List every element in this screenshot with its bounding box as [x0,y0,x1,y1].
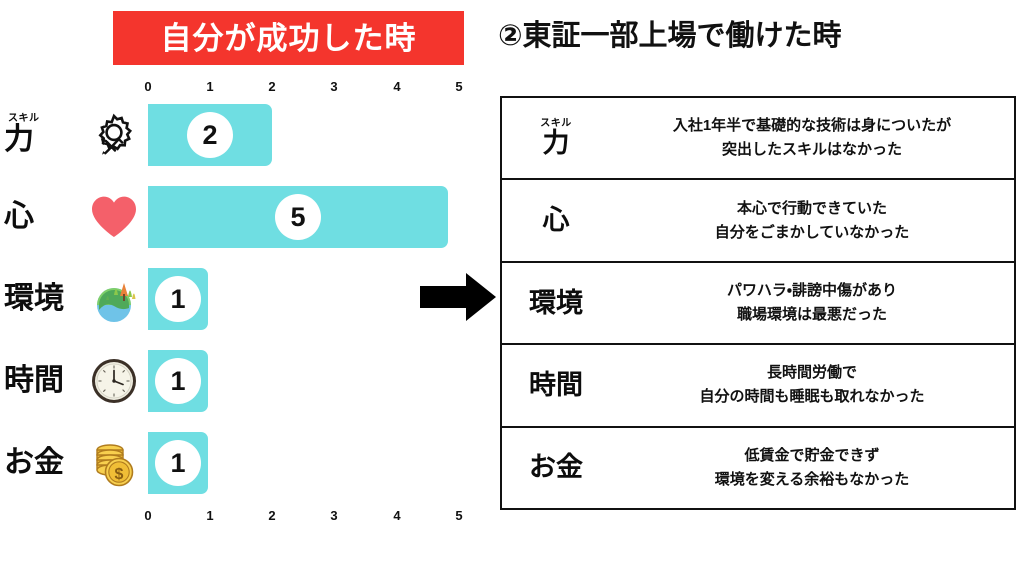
table-row: 環境 パワハラ・誹謗中傷があり 職場環境は最悪だった [502,263,1014,346]
table-row: お金 低賃金で貯金できず 環境を変える余裕もなかった [502,428,1014,508]
table-text-line2-power: 突出したスキルはなかった [721,141,902,159]
bar-label-money: お金 [4,447,82,479]
bar-time: 1 [148,350,208,412]
table-label-kanji-money: お金 [529,452,583,483]
bar-label-power: スキル 力 [4,114,82,156]
chart-title-text: 自分が成功した時 [160,20,417,56]
table-text-line1-time: 長時間労働で [766,364,857,382]
axis-tick-top-4: 4 [393,79,401,94]
bar-label-kanji-power: 力 [4,123,34,156]
table-cell-text-time: 長時間労働で 自分の時間も睡眠も取れなかった [610,361,1014,409]
bar-value-time: 1 [155,358,201,404]
bar-label-kanji-time: 時間 [4,364,64,397]
axis-tick-bottom-0: 0 [144,508,152,523]
table-cell-label-money: お金 [502,453,610,482]
gear-tools-icon [86,107,142,163]
clock-icon [86,353,142,409]
table-title: ②東証一部上場で働けた時 [498,20,842,52]
bar-label-heart: 心 [4,201,82,233]
chart-axis-top: 0 1 2 3 4 5 [144,79,463,95]
table-cell-text-environment: パワハラ・誹謗中傷があり 職場環境は最悪だった [610,279,1014,327]
table-label-kanji-power: 力 [542,127,570,158]
bar-heart: 5 [148,186,448,248]
bar-value-heart: 5 [275,194,321,240]
detail-table: スキル 力 入社1年半で基礎的な技術は身についたが 突出したスキルはなかった 心… [500,96,1016,510]
table-text-line2-environment: 職場環境は最悪だった [736,306,887,324]
table-label-kanji-environment: 環境 [529,287,583,318]
table-row: 時間 長時間労働で 自分の時間も睡眠も取れなかった [502,345,1014,428]
bar-environment: 1 [148,268,208,330]
axis-tick-bottom-2: 2 [268,508,276,523]
table-row: 心 本心で行動できていた 自分をごまかしていなかった [502,180,1014,263]
bar-money: 1 [148,432,208,494]
table-cell-label-heart: 心 [502,206,610,235]
bar-row-time: 時間 [0,342,490,420]
bar-row-money: お金 $ [0,424,490,502]
table-row: スキル 力 入社1年半で基礎的な技術は身についたが 突出したスキルはなかった [502,98,1014,181]
heart-icon [86,189,142,245]
table-cell-label-power: スキル 力 [502,117,610,158]
axis-tick-top-3: 3 [330,79,338,94]
bar-value-power: 2 [187,112,233,158]
chart-bars-area: スキル 力 [0,96,490,506]
detail-table-panel: ②東証一部上場で働けた時 スキル 力 入社1年半で基礎的な技術は身についたが 突… [490,0,1024,576]
table-text-line2-heart: 自分をごまかしていなかった [714,223,910,241]
axis-tick-top-0: 0 [144,79,152,94]
bar-row-power: スキル 力 [0,96,490,174]
table-cell-text-power: 入社1年半で基礎的な技術は身についたが 突出したスキルはなかった [610,114,1014,162]
table-text-line1-heart: 本心で行動できていた [736,199,887,217]
axis-tick-bottom-5: 5 [455,508,463,523]
table-text-line1-environment: パワハラ・誹謗中傷があり [727,282,897,300]
bar-label-environment: 環境 [4,283,82,315]
table-label-kanji-heart: 心 [542,205,570,236]
axis-tick-top-2: 2 [268,79,276,94]
table-text-line1-money: 低賃金で貯金できず [744,446,880,464]
right-arrow-icon [420,272,496,322]
table-label-kanji-time: 時間 [529,369,583,400]
bar-label-kanji-money: お金 [4,446,64,479]
table-cell-label-time: 時間 [502,369,610,400]
bar-label-kanji-environment: 環境 [4,282,64,315]
bar-row-heart: 心 5 [0,178,490,256]
table-text-line2-time: 自分の時間も睡眠も取れなかった [699,388,925,406]
table-label-ruby-power: スキル [540,117,572,129]
bar-chart-panel: 自分が成功した時 0 1 2 3 4 5 スキル 力 [0,0,490,576]
table-text-line2-money: 環境を変える余裕もなかった [714,470,910,488]
chart-title-banner: 自分が成功した時 [113,11,464,65]
table-cell-text-money: 低賃金で貯金できず 環境を変える余裕もなかった [610,444,1014,492]
bar-row-environment: 環境 1 [0,260,490,338]
axis-tick-top-5: 5 [455,79,463,94]
axis-tick-bottom-4: 4 [393,508,401,523]
axis-tick-top-1: 1 [206,79,214,94]
axis-tick-bottom-1: 1 [206,508,214,523]
table-cell-label-environment: 環境 [502,287,610,318]
money-coins-icon: $ [86,435,142,491]
bar-label-kanji-heart: 心 [4,200,34,233]
bar-label-time: 時間 [4,365,82,397]
chart-axis-bottom: 0 1 2 3 4 5 [144,508,463,524]
bar-value-money: 1 [155,440,201,486]
bar-value-environment: 1 [155,276,201,322]
bar-power: 2 [148,104,272,166]
table-text-line1-power: 入社1年半で基礎的な技術は身についたが [672,117,952,135]
svg-text:$: $ [115,466,124,483]
earth-nature-icon [86,271,142,327]
axis-tick-bottom-3: 3 [330,508,338,523]
bar-label-ruby-power: スキル [8,113,40,124]
table-cell-text-heart: 本心で行動できていた 自分をごまかしていなかった [610,197,1014,245]
